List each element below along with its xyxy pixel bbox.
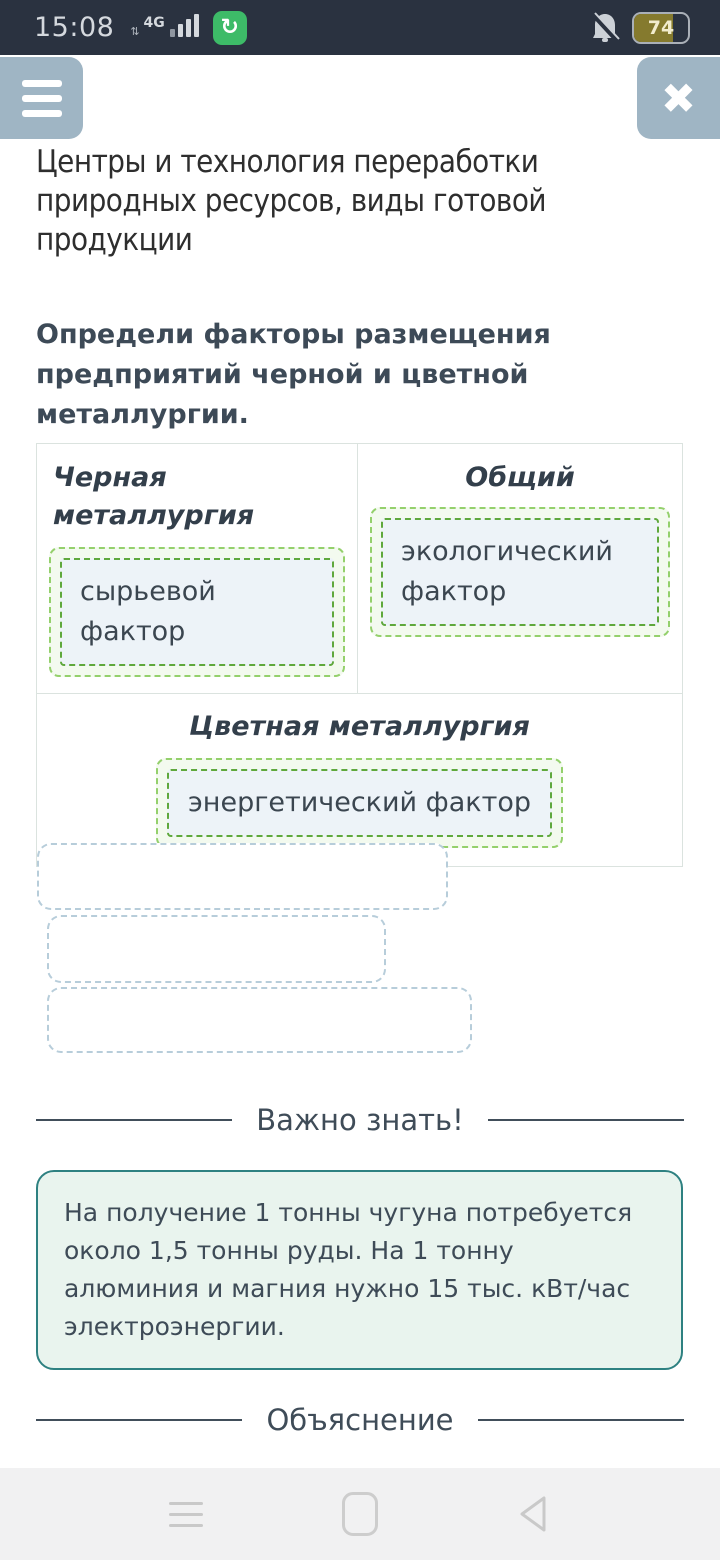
hamburger-icon <box>21 79 62 117</box>
recents-button[interactable] <box>163 1491 209 1537</box>
sync-icon: ↻ <box>212 10 247 45</box>
drop-zone-nonferrous-metallurgy[interactable]: энергетический фактор <box>156 758 563 848</box>
network-type-label: 4G <box>143 15 165 31</box>
divider <box>477 1419 685 1421</box>
android-nav-bar <box>0 1468 720 1560</box>
explanation-heading: Объяснение <box>36 1403 685 1437</box>
cell-nonferrous-metallurgy: Цветная металлургия энергетический факто… <box>37 693 682 866</box>
menu-button[interactable] <box>0 57 83 139</box>
status-bar: 15:08 ⇅ 4G ↻ 74 <box>0 0 720 55</box>
important-note-box: На получение 1 тонны чугуна потребуется … <box>36 1170 683 1370</box>
important-heading: Важно знать! <box>36 1103 685 1137</box>
signal-bars-icon <box>169 14 199 37</box>
divider <box>36 1119 233 1121</box>
notifications-off-icon <box>591 11 620 42</box>
answer-table: Черная металлургия сырьевой фактор Общий… <box>36 443 683 867</box>
cellular-signal-icon: ⇅ 4G <box>130 14 199 41</box>
drop-zone-black-metallurgy[interactable]: сырьевой фактор <box>49 547 345 677</box>
back-button[interactable] <box>511 1491 557 1537</box>
recents-icon <box>169 1501 203 1527</box>
home-button[interactable] <box>337 1491 383 1537</box>
answer-chip-energy-factor[interactable]: энергетический фактор <box>167 769 552 837</box>
clock: 15:08 <box>34 12 115 43</box>
empty-drop-slot[interactable] <box>47 915 386 983</box>
column-header-common: Общий <box>465 462 575 493</box>
cell-common: Общий экологический фактор <box>358 444 682 693</box>
divider <box>36 1419 243 1421</box>
cell-black-metallurgy: Черная металлургия сырьевой фактор <box>37 444 358 693</box>
divider <box>487 1119 685 1121</box>
home-icon <box>342 1492 378 1536</box>
close-button[interactable]: ✖ <box>637 57 720 139</box>
important-heading-label: Важно знать! <box>256 1103 464 1137</box>
column-header-nonferrous-metallurgy: Цветная металлургия <box>189 711 530 742</box>
column-header-black-metallurgy: Черная металлургия <box>53 462 255 531</box>
explanation-heading-label: Объяснение <box>266 1403 454 1437</box>
answer-chip-ecological-factor[interactable]: экологический фактор <box>381 518 659 626</box>
battery-fill <box>634 13 673 42</box>
table-row: Черная металлургия сырьевой фактор Общий… <box>37 444 682 693</box>
page-title: Центры и технология переработки природны… <box>36 144 547 258</box>
empty-drop-slot[interactable] <box>47 987 472 1053</box>
data-arrows-icon: ⇅ <box>130 25 140 38</box>
close-icon: ✖ <box>660 73 697 123</box>
empty-drop-slot[interactable] <box>37 843 448 910</box>
task-prompt: Определи факторы размещения предприятий … <box>36 319 551 430</box>
battery-percent: 74 <box>647 16 675 39</box>
drop-zone-common[interactable]: экологический фактор <box>370 507 670 637</box>
answer-chip-raw-material-factor[interactable]: сырьевой фактор <box>60 558 334 666</box>
back-icon <box>520 1496 546 1532</box>
battery-icon: 74 <box>632 11 690 44</box>
